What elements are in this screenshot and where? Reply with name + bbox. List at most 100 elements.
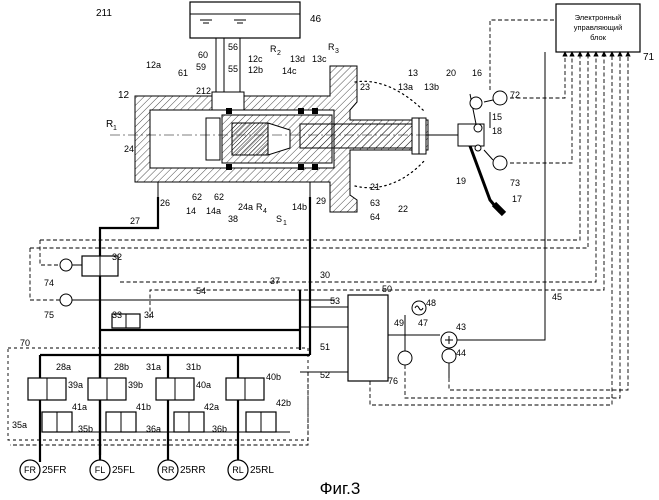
label-15: 15 [492,112,502,122]
label-73: 73 [510,178,520,188]
label-75: 75 [44,310,54,320]
label-R2-sub: 2 [277,50,281,57]
label-28a: 28a [56,362,71,372]
label-28b: 28b [114,362,129,372]
label-13d: 13d [290,54,305,64]
label-26: 26 [160,198,170,208]
wheel-cylinders: FR FL RR RL 25FR 25FL 25RR 25RL [20,460,274,480]
label-55: 55 [228,64,238,74]
ecu-text-1: Электронный [575,13,622,22]
label-47: 47 [418,318,428,328]
label-S1: S [276,214,282,224]
label-41a: 41a [72,402,87,412]
label-59: 59 [196,62,206,72]
figure-caption: Фиг.3 [320,479,361,498]
wheel-rr-text: RR [162,465,175,475]
label-40a: 40a [196,380,211,390]
label-30: 30 [320,270,330,280]
label-14b: 14b [292,202,307,212]
label-36b: 36b [212,424,227,434]
control-block-50 [348,295,388,381]
label-S1-sub: 1 [283,220,287,227]
wheel-fr-text: FR [24,465,36,475]
label-14a: 14a [206,206,221,216]
label-52: 52 [320,370,330,380]
label-R4: R [256,202,263,212]
label-35a: 35a [12,420,27,430]
label-12b: 12b [248,65,263,75]
wheel-rl-ref: 25RL [250,465,274,476]
wheel-fl-text: FL [95,465,106,475]
label-13: 13 [408,68,418,78]
label-R4-sub: 4 [263,208,267,215]
brake-pedal [426,91,507,214]
label-50: 50 [382,284,392,294]
label-R2: R [270,44,277,54]
wheel-fl-ref: 25FL [112,465,135,476]
label-72: 72 [510,90,520,100]
label-49: 49 [394,318,404,328]
label-29: 29 [316,196,326,206]
label-39a: 39a [68,380,83,390]
ecu-text-2: управляющий [574,23,623,32]
electronic-control-unit: Электронный управляющий блок [556,4,640,52]
label-21: 21 [370,182,380,192]
label-23: 23 [360,82,370,92]
wheel-rl-text: RL [232,465,244,475]
label-31b: 31b [186,362,201,372]
label-R1-sub: 1 [113,125,117,132]
label-46: 46 [310,14,322,25]
label-32: 32 [112,252,122,262]
label-13a: 13a [398,82,413,92]
label-37: 37 [270,276,280,286]
label-44: 44 [456,348,466,358]
wheel-rr-ref: 25RR [180,465,206,476]
label-14: 14 [186,206,196,216]
label-R3: R [328,42,335,52]
label-39b: 39b [128,380,143,390]
label-62-a: 62 [192,192,202,202]
label-19: 19 [456,176,466,186]
wheel-fr-ref: 25FR [42,465,66,476]
label-36a: 36a [146,424,161,434]
label-63: 63 [370,198,380,208]
label-71: 71 [643,52,655,63]
label-51: 51 [320,342,330,352]
label-212: 212 [196,86,211,96]
label-70: 70 [20,338,30,348]
label-12a: 12a [146,60,161,70]
label-211: 211 [96,8,112,19]
label-64: 64 [370,212,380,222]
reservoir [190,2,300,92]
label-45: 45 [552,292,562,302]
master-cylinder [110,66,440,212]
label-16: 16 [472,68,482,78]
label-18: 18 [492,126,502,136]
label-41b: 41b [136,402,151,412]
label-31a: 31a [146,362,161,372]
label-R3-sub: 3 [335,48,339,55]
label-14c: 14c [282,66,297,76]
label-54: 54 [196,286,206,296]
label-76: 76 [388,376,398,386]
label-24: 24 [124,144,134,154]
label-33: 33 [112,310,122,320]
label-35b: 35b [78,424,93,434]
label-38: 38 [228,214,238,224]
label-40b: 40b [266,372,281,382]
label-62-b: 62 [214,192,224,202]
label-17: 17 [512,194,522,204]
label-13b: 13b [424,82,439,92]
label-42b: 42b [276,398,291,408]
label-24a: 24a [238,202,253,212]
label-53: 53 [330,296,340,306]
label-61: 61 [178,68,188,78]
label-12c: 12c [248,54,263,64]
label-74: 74 [44,278,54,288]
label-27: 27 [130,216,140,226]
pump-and-motor [398,301,457,378]
ecu-text-3: блок [590,33,607,42]
label-20: 20 [446,68,456,78]
label-34: 34 [144,310,154,320]
label-13c: 13c [312,54,327,64]
